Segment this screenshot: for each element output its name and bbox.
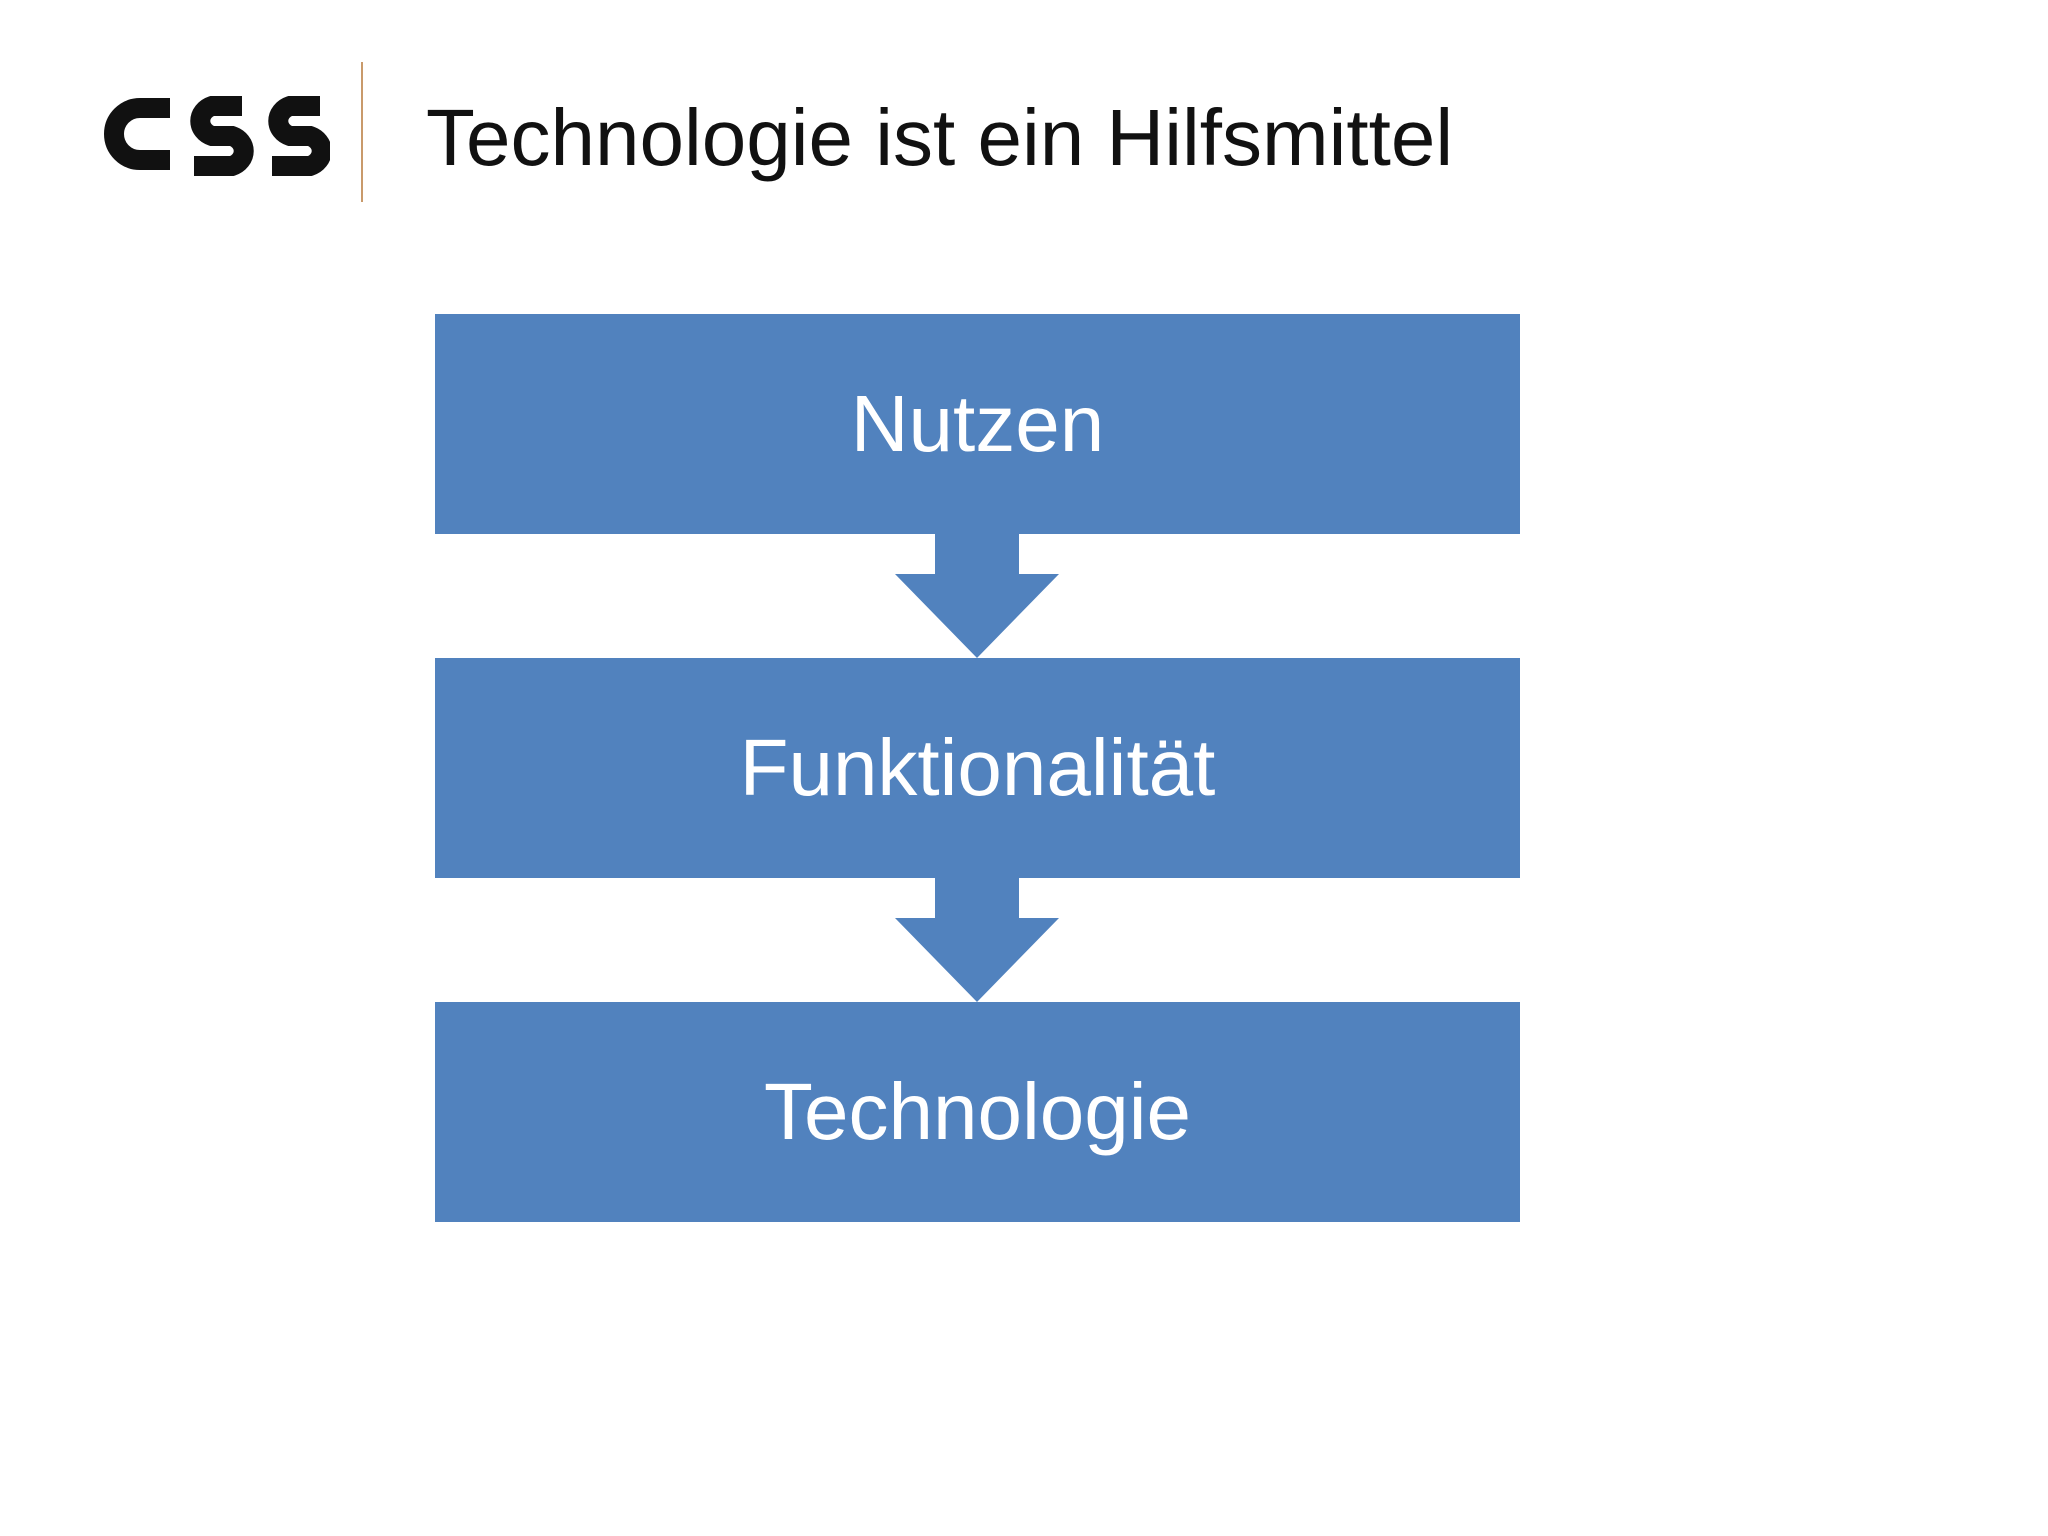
down-arrow-icon [895, 878, 1059, 1002]
flow-box-funktionalitaet: Funktionalität [435, 658, 1520, 878]
flow-box-label: Nutzen [850, 379, 1105, 468]
flow-box-nutzen: Nutzen [435, 314, 1520, 534]
flow-box-technologie: Technologie [435, 1002, 1520, 1222]
flow-box-label: Funktionalität [739, 723, 1216, 812]
header-divider [361, 62, 363, 202]
down-arrow-icon [895, 534, 1059, 658]
page-title: Technologie ist ein Hilfsmittel [426, 93, 1454, 182]
flow-box-label: Technologie [764, 1067, 1191, 1156]
css-logo [104, 96, 330, 176]
